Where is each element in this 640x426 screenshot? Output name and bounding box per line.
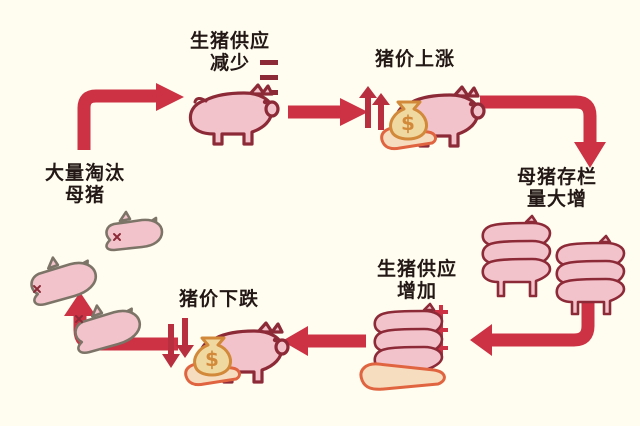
node-label-supply-decrease: 生猪供应 减少 (189, 30, 270, 75)
arrow-cull-to-supply-decrease (77, 83, 184, 150)
node-label-sow-stock-increase: 母猪存栏 量大增 (516, 166, 597, 211)
node-label-price-fall: 猪价下跌 (178, 288, 259, 310)
pig-with-money-bag-icon-2: $ (184, 321, 290, 387)
plus-signs-icon (434, 305, 448, 355)
pig-stack-on-hand-icon (359, 302, 446, 391)
money-bag-shape (193, 336, 232, 377)
pig-with-money-bag-icon: $ (380, 85, 486, 151)
arrow-up-signs-icon (359, 86, 377, 128)
arrow-supply-decrease-to-price-rise (288, 98, 368, 126)
arrow-down-signs-icon (162, 324, 180, 368)
arrow-down-signs-icon-2 (176, 318, 194, 358)
arrow-price-rise-to-sow-stock (480, 95, 606, 168)
arrow-supply-increase-to-price-fall (282, 326, 366, 356)
node-label-cull-sows: 大量淘汰 母猪 (44, 162, 125, 207)
money-bag-shape (389, 100, 428, 141)
arrow-up-signs-icon-2 (372, 93, 390, 130)
node-label-supply-increase: 生猪供应 增加 (376, 258, 457, 303)
dead-pigs-icon (30, 210, 164, 354)
pig-stacks-icon (481, 214, 626, 316)
node-label-price-rise: 猪价上涨 (374, 48, 455, 70)
svg-text:$: $ (401, 111, 415, 135)
hand-shape (359, 362, 446, 391)
arrow-sow-stock-to-supply-increase (470, 288, 595, 356)
svg-text:$: $ (205, 347, 219, 371)
pig-single-icon (188, 83, 280, 146)
